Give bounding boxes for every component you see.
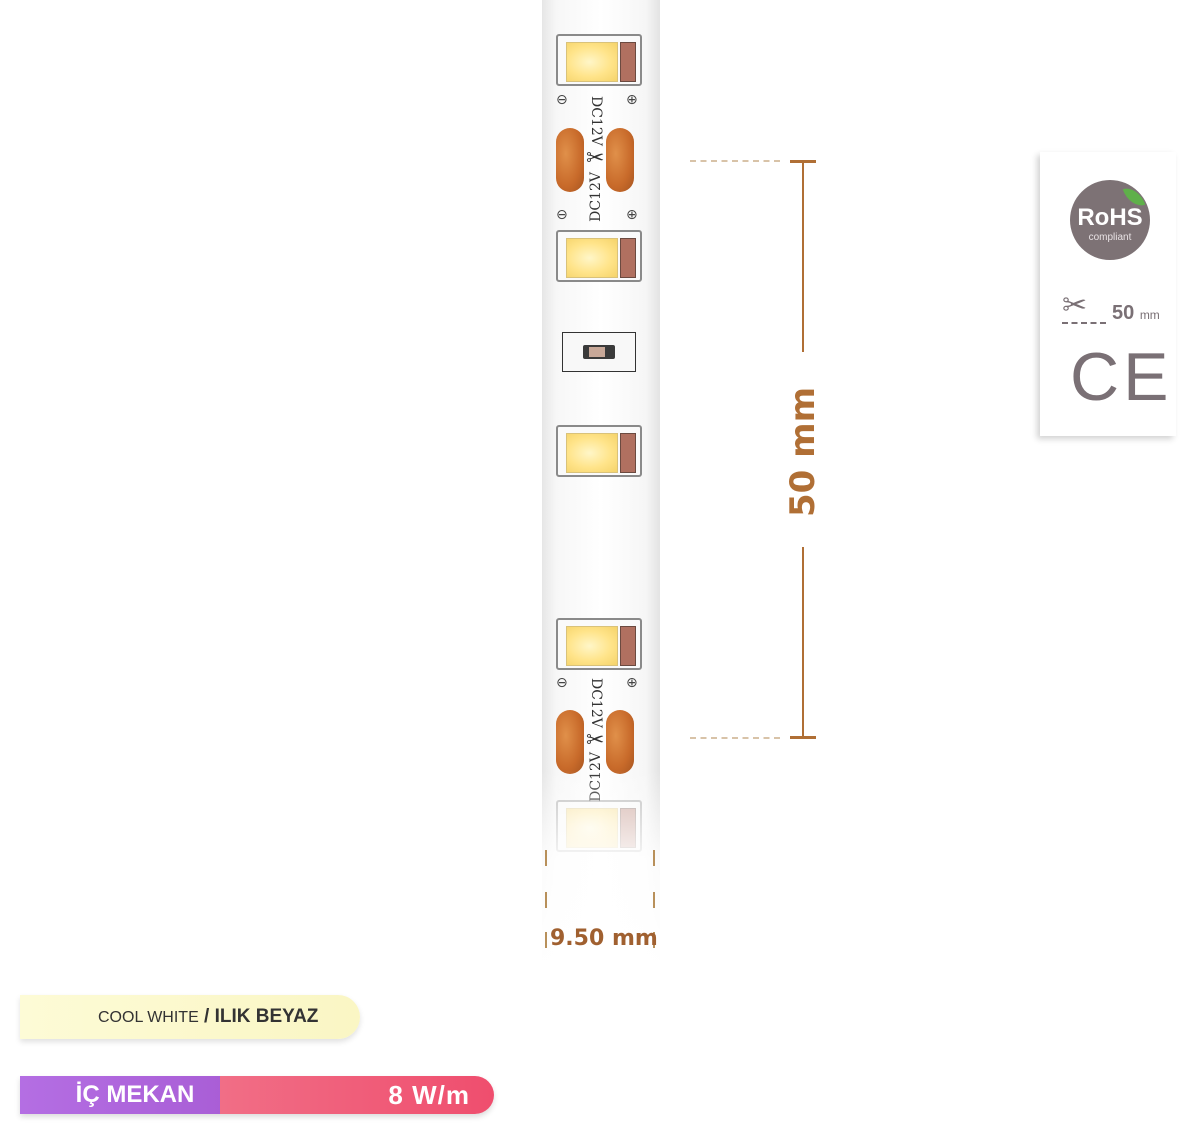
color-label: COOL WHITE / ILIK BEYAZ (98, 995, 318, 1039)
minus-icon: ⊖ (556, 207, 568, 223)
width-tick (653, 892, 655, 908)
voltage-label: DC12V (588, 96, 604, 146)
dimension-line (802, 160, 804, 352)
dimension-cap-bottom (790, 736, 816, 739)
minus-icon: ⊖ (556, 675, 568, 691)
voltage-label: DC12V (588, 678, 604, 728)
certification-card: RoHS compliant ✂ 50 mm CE (1040, 152, 1176, 436)
led-chip (556, 425, 642, 477)
solder-pad (556, 128, 584, 192)
plus-icon: ⊕ (626, 675, 638, 691)
segment-length-label: 50 mm (783, 386, 824, 518)
cut-line (1062, 322, 1106, 324)
strip-fade (536, 770, 666, 970)
scissors-icon: ✂ (1062, 288, 1088, 323)
width-tick (545, 892, 547, 908)
width-tick (545, 932, 547, 948)
scissors-icon: ✂ (586, 728, 605, 753)
scissors-icon: ✂ (586, 146, 605, 171)
color-turkish: ILIK BEYAZ (214, 1006, 319, 1027)
solder-pad (606, 710, 634, 774)
width-tick (545, 850, 547, 866)
plus-icon: ⊕ (626, 207, 638, 223)
solder-pad (606, 128, 634, 192)
rohs-title: RoHS (1077, 204, 1143, 231)
rohs-badge: RoHS compliant (1070, 180, 1150, 260)
minus-icon: ⊖ (556, 92, 568, 108)
dimension-guide-bottom (690, 737, 780, 739)
usage-section (20, 1076, 224, 1114)
color-separator: / (198, 1006, 215, 1027)
power-section (220, 1076, 494, 1114)
dimension-line (802, 547, 804, 738)
led-chip (556, 230, 642, 282)
cut-interval: 50 mm (1112, 302, 1160, 325)
color-english: COOL WHITE (98, 1009, 199, 1026)
width-tick (653, 850, 655, 866)
rohs-subtitle: compliant (1088, 232, 1132, 243)
solder-pad (556, 710, 584, 774)
cut-value: 50 (1112, 302, 1135, 324)
cut-unit: mm (1139, 308, 1160, 322)
plus-icon: ⊕ (626, 92, 638, 108)
power-rating: 8 W/m (388, 1080, 470, 1110)
resistor (562, 332, 636, 372)
color-temperature-pill: COOL WHITE / ILIK BEYAZ (20, 995, 360, 1039)
usage-location: İÇ MEKAN (75, 1081, 195, 1108)
strip-width-label: 9.50 mm (550, 926, 658, 951)
led-chip (556, 618, 642, 670)
ce-mark: CE (1070, 339, 1173, 415)
usage-power-pill: İÇ MEKAN 8 W/m (20, 1076, 494, 1114)
voltage-label: DC12V (588, 172, 604, 222)
led-chip (556, 34, 642, 86)
width-tick (653, 932, 655, 948)
dimension-guide-top (690, 160, 780, 162)
